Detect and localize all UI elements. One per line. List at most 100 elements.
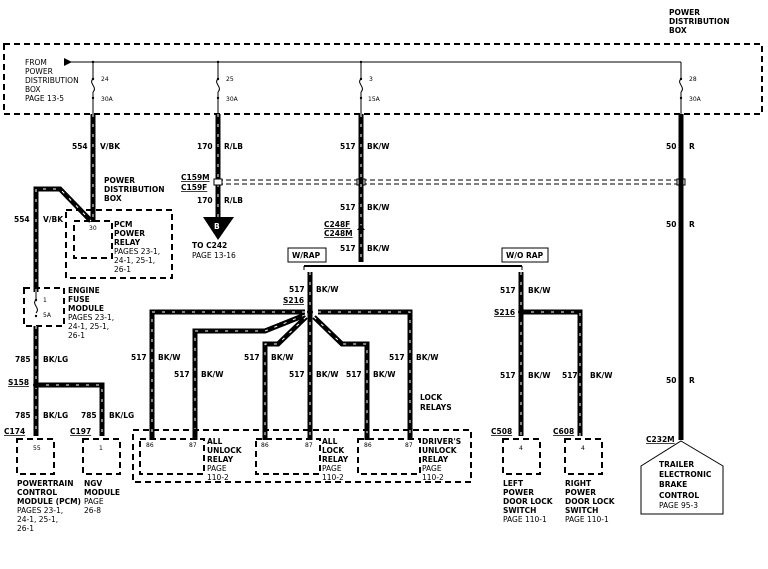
relay-2-name-3: RELAY (322, 455, 349, 464)
option-bracket: W/RAP W/O RAP (287, 247, 549, 270)
trailer-name-1: TRAILER (659, 460, 694, 469)
from-line-1: FROM (25, 58, 47, 67)
ngv-name-1: NGV (84, 479, 102, 488)
ngv-page-1: PAGE (84, 497, 104, 506)
trailer-brake-control: TRAILER ELECTRONIC BRAKE CONTROL PAGE 95… (640, 440, 724, 515)
wire-50-color-1: R (689, 142, 695, 151)
relay-3-page-1: PAGE (422, 464, 442, 473)
wire-554-lower (33, 186, 93, 292)
pdb-label-line-3: BOX (104, 194, 122, 203)
connector-c197: C197 (70, 427, 91, 436)
fuse-25-number: 25 (226, 76, 234, 83)
pcm-pin: 55 (33, 445, 41, 452)
wire-554-color-2: V/BK (43, 215, 64, 224)
off-page-to: TO C242 (192, 241, 227, 250)
wire-50-number-3: 50 (666, 376, 676, 385)
wire-517-color-3: BK/W (367, 244, 390, 253)
pcm-page-1: PAGES 23-1, (17, 506, 63, 515)
relay-2-name-2: LOCK (322, 446, 345, 455)
splice-s216-b-dot (518, 309, 524, 315)
relay-feed-6-number: 517 (389, 353, 405, 362)
fuse-28: 28 30A (679, 62, 702, 114)
from-line-4: BOX (25, 85, 41, 94)
pdb-outline (3, 43, 763, 115)
wire-170-color-2: R/LB (224, 196, 243, 205)
relay-feed-2-color: BK/W (201, 370, 224, 379)
wire-785-number-2: 785 (15, 411, 31, 420)
off-page-marker-letter: B (214, 222, 220, 231)
relay-3-name-1: DRIVER'S (422, 437, 461, 446)
lock-relays-label-1: LOCK (420, 393, 443, 402)
wire-50-color-3: R (689, 376, 695, 385)
connector-c174: C174 (4, 427, 25, 436)
right-switch-name-4: SWITCH (565, 506, 598, 515)
relay-1-page-1: PAGE (207, 464, 227, 473)
relay-3-name-2: UNLOCK (422, 446, 458, 455)
relay-3-pin-86: 86 (364, 442, 372, 449)
right-switch-pin: 4 (581, 445, 585, 452)
splice-s216-b: S216 (494, 308, 515, 317)
wire-554-number-1: 554 (72, 142, 88, 151)
trailer-name-3: BRAKE (659, 480, 687, 489)
wire-50-number-1: 50 (666, 142, 676, 151)
connector-c248m: C248M (324, 229, 353, 238)
wire-170-color-1: R/LB (224, 142, 243, 151)
fuse-3: 3 15A (359, 60, 381, 114)
wire-785-number-1: 785 (15, 355, 31, 364)
engine-fuse-page-2: 24-1, 25-1, (68, 322, 109, 331)
wire-517-wrap-number: 517 (289, 285, 305, 294)
from-line-3: DISTRIBUTION (25, 76, 79, 85)
wire-517-number-2: 517 (340, 203, 356, 212)
right-switch-name-1: RIGHT (565, 479, 592, 488)
wire-517-number-1: 517 (340, 142, 356, 151)
relay-feed-6-color: BK/W (416, 353, 439, 362)
pdb-title-line-3: BOX (669, 26, 687, 35)
engine-fuse-name-2: FUSE (68, 295, 90, 304)
ngv-name-2: MODULE (84, 488, 120, 497)
connector-c159m: C159M (181, 173, 210, 182)
left-switch-name-2: POWER (503, 488, 534, 497)
switch-feed-right-color: BK/W (590, 371, 613, 380)
relay-3-name-3: RELAY (422, 455, 449, 464)
relay-feed-4-number: 517 (289, 370, 305, 379)
circuit-517-trunk: 517 BK/W 517 BK/W C248F C248M 517 BK/W (324, 114, 390, 262)
trailer-page: PAGE 95-3 (659, 501, 698, 510)
circuit-50: 50 R 50 R 50 R C232M (646, 114, 695, 444)
right-switch-page: PAGE 110-1 (565, 515, 609, 524)
relay-2-name-1: ALL (322, 437, 338, 446)
engine-fuse-name-1: ENGINE (68, 286, 100, 295)
pcm-relay-name-1: PCM (114, 220, 132, 229)
relay-feed-1-color: BK/W (158, 353, 181, 362)
relay-feed-5-color: BK/W (373, 370, 396, 379)
relay-1-name-3: RELAY (207, 455, 234, 464)
wire-50-color-2: R (689, 220, 695, 229)
relay-feed-4-color: BK/W (316, 370, 339, 379)
relay-3-pin-87: 87 (405, 442, 413, 449)
relay-1-pin-87: 87 (189, 442, 197, 449)
relay-feed-5-number: 517 (346, 370, 362, 379)
pcm-name-2: CONTROL (17, 488, 57, 497)
fuse-28-rating: 30A (689, 96, 702, 103)
right-door-lock-switch: C608 4 RIGHT POWER DOOR LOCK SWITCH PAGE… (553, 427, 616, 524)
switch-feed-number-top: 517 (500, 286, 516, 295)
connector-c159f: C159F (181, 183, 207, 192)
off-page-marker-icon (203, 217, 234, 240)
relay-3-page-2: 110-2 (422, 473, 444, 482)
connector-c608: C608 (553, 427, 574, 436)
relay-2-pin-86: 86 (261, 442, 269, 449)
wire-785-color-3: BK/LG (109, 411, 134, 420)
engine-fuse-page-1: PAGES 23-1, (68, 313, 114, 322)
wire-517-color-2: BK/W (367, 203, 390, 212)
wire-554-color-1: V/BK (100, 142, 121, 151)
option-with-rap-box (287, 247, 327, 263)
lock-relays-label-2: RELAYS (420, 403, 452, 412)
fuse-24-number: 24 (101, 76, 109, 83)
wire-517-number-3: 517 (340, 244, 356, 253)
pdb-title-line-2: DISTRIBUTION (669, 17, 729, 26)
wire-554-number-2: 554 (14, 215, 30, 224)
splice-s216-a-dot (307, 309, 313, 315)
ngv-module: C197 1 NGV MODULE PAGE 26-8 (70, 427, 121, 515)
circuit-785: S158 785 BK/LG 785 BK/LG 785 BK/LG (8, 326, 134, 436)
left-door-lock-switch: C508 4 LEFT POWER DOOR LOCK SWITCH PAGE … (491, 427, 554, 524)
